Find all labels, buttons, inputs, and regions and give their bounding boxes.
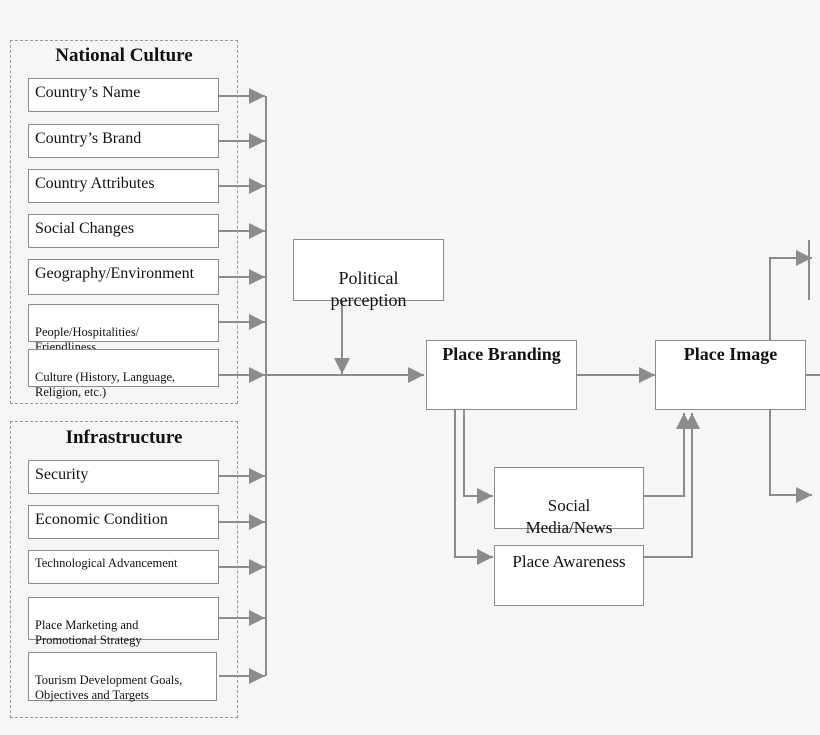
- economic-condition-box: Economic Condition: [28, 505, 219, 539]
- country-name-label: Country’s Name: [35, 84, 141, 101]
- social-media-box: Social Media/News: [494, 467, 644, 537]
- social-media-label: Social Media/News: [525, 496, 613, 537]
- place-awareness-label: Place Awareness: [512, 552, 626, 571]
- arrow-branding-to-awareness: [454, 410, 493, 565]
- arrow-branding-to-social: [463, 410, 493, 504]
- arrow-image-out-bottom: [769, 410, 812, 503]
- technological-box: Technological Advancement: [28, 550, 219, 584]
- culture-box: Culture (History, Language, Religion, et…: [28, 349, 219, 399]
- people-box: People/Hospitalities/ Friendliness: [28, 304, 219, 354]
- country-attributes-label: Country Attributes: [35, 175, 155, 192]
- country-name-box: Country’s Name: [28, 78, 219, 112]
- arrow-image-out-top: [769, 250, 812, 340]
- infrastructure-group: Infrastructure: [10, 421, 238, 718]
- economic-condition-label: Economic Condition: [35, 511, 168, 528]
- arrow-social-to-image: [644, 413, 692, 497]
- political-perception-label: Political perception: [330, 268, 407, 310]
- tourism-label: Tourism Development Goals, Objectives an…: [35, 673, 183, 702]
- tourism-box: Tourism Development Goals, Objectives an…: [28, 652, 217, 702]
- technological-label: Technological Advancement: [35, 556, 178, 570]
- place-branding-label: Place Branding: [442, 344, 561, 364]
- national-culture-title: National Culture: [55, 45, 193, 66]
- infrastructure-title: Infrastructure: [65, 427, 183, 448]
- arrow-awareness-to-image: [644, 413, 700, 558]
- country-brand-box: Country’s Brand: [28, 124, 219, 158]
- place-branding-box: Place Branding: [426, 340, 577, 410]
- place-image-box: Place Image: [655, 340, 806, 410]
- place-awareness-box: Place Awareness: [494, 545, 644, 606]
- marketing-box: Place Marketing and Promotional Strategy: [28, 597, 219, 647]
- geography-box: Geography/Environment: [28, 259, 219, 295]
- political-perception-box: Political perception: [293, 239, 444, 310]
- security-label: Security: [35, 466, 89, 483]
- culture-label: Culture (History, Language, Religion, et…: [35, 370, 176, 399]
- social-changes-box: Social Changes: [28, 214, 219, 248]
- social-changes-label: Social Changes: [35, 220, 135, 237]
- marketing-label: Place Marketing and Promotional Strategy: [35, 618, 142, 647]
- geography-label: Geography/Environment: [35, 265, 195, 282]
- place-image-label: Place Image: [683, 344, 778, 364]
- security-box: Security: [28, 460, 219, 494]
- national-culture-group: National Culture: [10, 40, 238, 404]
- country-attributes-box: Country Attributes: [28, 169, 219, 203]
- country-brand-label: Country’s Brand: [35, 130, 142, 147]
